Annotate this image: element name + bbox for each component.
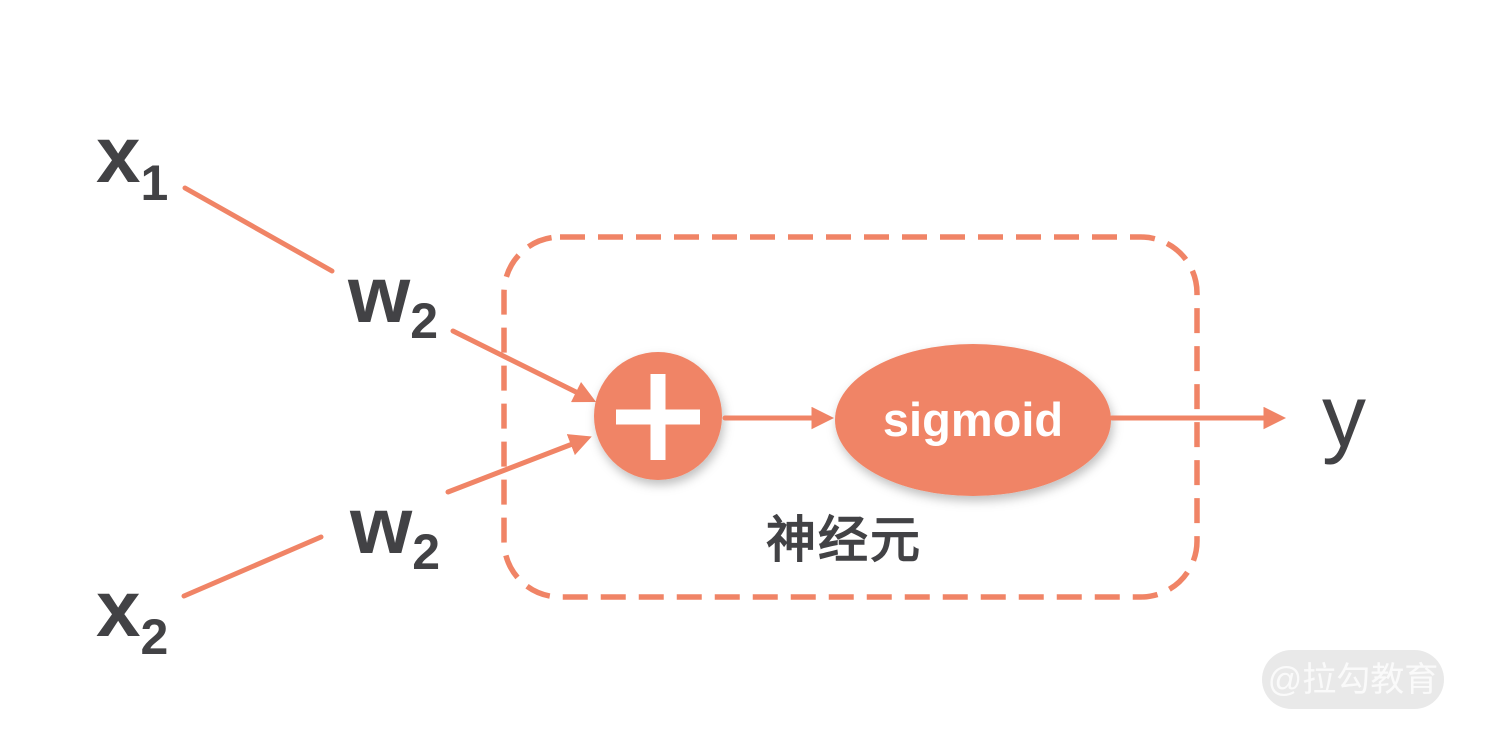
plus-icon [616, 374, 700, 460]
input-x1-base: x [96, 110, 141, 199]
neuron-caption: 神经元 [766, 512, 922, 568]
activation-node [835, 344, 1111, 496]
edge-x1-to-w2 [182, 185, 335, 274]
weight-w2-top-base: w [347, 250, 411, 339]
edge-x2-to-w2 [181, 534, 324, 599]
input-x2-subscript: 2 [141, 609, 169, 665]
watermark-text: @拉勾教育 [1268, 661, 1439, 699]
watermark-badge: @拉勾教育 [1262, 650, 1444, 709]
weight-w2-bottom-label: w2 [349, 481, 440, 580]
input-x1-label: x1 [96, 110, 168, 211]
input-x2-base: x [96, 564, 141, 653]
weight-w2-top-subscript: 2 [410, 293, 438, 349]
weight-w2-top-label: w2 [347, 250, 438, 349]
weight-w2-bottom-base: w [349, 481, 413, 570]
output-y-label: y [1322, 366, 1366, 465]
edge-w2-to-sum-top [450, 328, 597, 403]
watermark-pill [1262, 650, 1444, 709]
input-x1-subscript: 1 [141, 155, 169, 211]
activation-label: sigmoid [883, 393, 1063, 446]
neuron-boundary-box [501, 234, 1200, 600]
input-x2-label: x2 [96, 564, 168, 665]
edge-w2-to-sum-bottom [445, 434, 592, 495]
weight-w2-bottom-subscript: 2 [412, 524, 440, 580]
